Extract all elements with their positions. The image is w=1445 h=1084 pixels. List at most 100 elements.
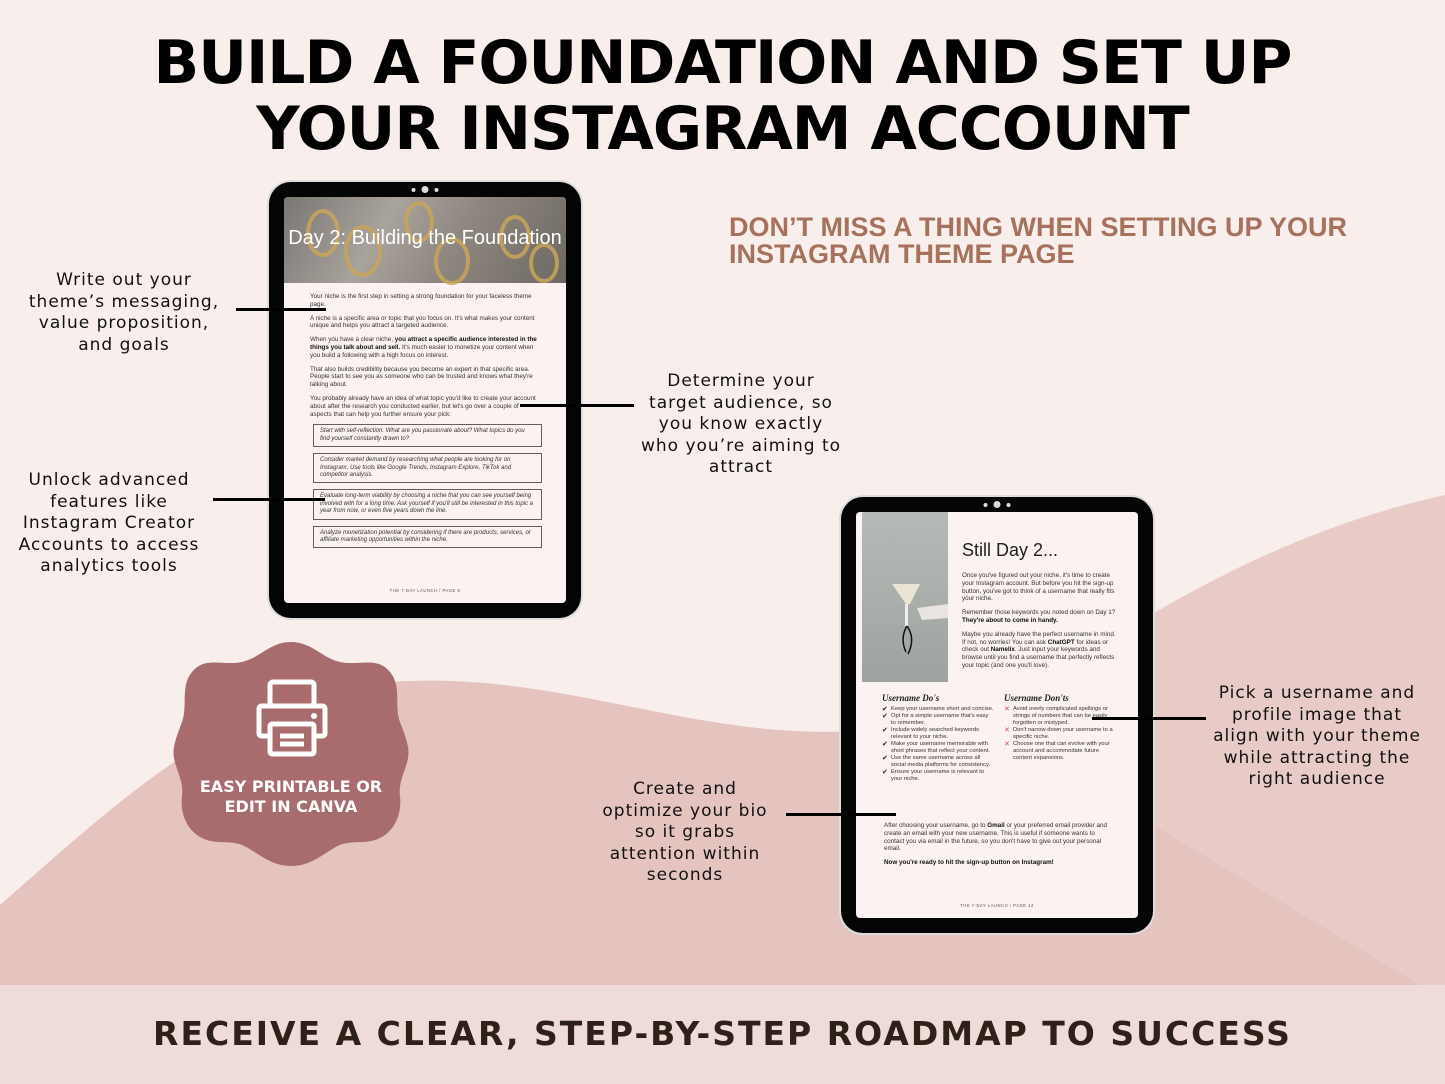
glass-photo — [862, 512, 948, 682]
connector-line — [786, 813, 896, 816]
callout-line: right audience — [1248, 769, 1386, 789]
bold-text: They're about to come in handy. — [962, 616, 1058, 624]
badge-label: EASY PRINTABLE OR EDIT IN CANVA — [172, 777, 410, 817]
connector-line — [213, 498, 325, 501]
callout-line: align with your theme — [1213, 726, 1421, 746]
printable-badge: EASY PRINTABLE OR EDIT IN CANVA — [172, 640, 410, 866]
tablet-day-2: Day 2: Building the Foundation Your nich… — [269, 182, 581, 618]
callout-line: Accounts to access — [18, 534, 200, 555]
connector-line — [1092, 717, 1206, 720]
callout-line: optimize your bio — [602, 800, 768, 821]
tip-box: Evaluate long-term viability by choosing… — [313, 489, 542, 520]
callout-username: Pick a username and profile image that a… — [1204, 683, 1430, 791]
callout-line: Determine your — [667, 371, 815, 391]
list-item: Ensure your username is relevant to your… — [882, 769, 994, 783]
list-item: Avoid overly complicated spellings or st… — [1004, 706, 1116, 727]
tablet-screen: Still Day 2... Once you've figured out y… — [856, 512, 1138, 918]
paragraph: A niche is a specific area or topic that… — [310, 314, 535, 330]
callout-bio: Create and optimize your bio so it grabs… — [592, 779, 778, 887]
subheading: DON’T MISS A THING WHEN SETTING UP YOUR … — [729, 214, 1369, 268]
callout-line: analytics tools — [40, 556, 178, 576]
text: or your preferred email provider and cre… — [884, 822, 1107, 853]
bold-text: Gmail — [987, 822, 1005, 829]
callout-messaging: Write out your theme’s messaging, value … — [16, 270, 232, 356]
callout-line: so it grabs — [634, 822, 736, 842]
tip-box: Analyze monetization potential by consid… — [313, 525, 542, 549]
tablet-camera — [983, 501, 1011, 508]
callout-line: features like — [50, 491, 168, 512]
bold-text: ChatGPT — [1047, 638, 1075, 646]
text: It's much easier to monetize your conten… — [310, 343, 534, 359]
paragraph: When you have a clear niche, you attract… — [310, 336, 542, 359]
printer-icon — [256, 679, 328, 757]
tip-box: Consider market demand by researching wh… — [313, 453, 542, 484]
page-title-line-2: YOUR INSTAGRAM ACCOUNT — [256, 94, 1189, 164]
callout-line: value proposition, — [38, 313, 210, 333]
text: Maybe you already have the perfect usern… — [962, 630, 1116, 646]
hero-image — [284, 197, 566, 285]
callout-line: Pick a username and — [1218, 683, 1416, 703]
page-footer: THE 7-DAY LAUNCH / PAGE 14 — [960, 903, 1034, 908]
tablet-camera — [411, 186, 439, 193]
callout-line: you know exactly — [658, 414, 824, 434]
username-donts: Username Don'ts Avoid overly complicated… — [1004, 693, 1116, 762]
badge-line: EASY PRINTABLE OR — [199, 777, 383, 796]
bold-text: Namelix — [990, 646, 1015, 654]
text: After choosing your username, go to — [884, 822, 988, 829]
callout-line: profile image that — [1232, 704, 1402, 725]
document-body: Your niche is the first step in setting … — [310, 293, 542, 554]
callout-target-audience: Determine your target audience, so you k… — [630, 371, 852, 479]
hero-title: Day 2: Building the Foundation — [288, 227, 562, 249]
bottom-band — [0, 985, 1445, 1084]
subheading-line-1: DON’T MISS A THING WHEN SETTING UP YOUR — [729, 212, 1348, 242]
tip-box: Start with self-reflection. What are you… — [313, 424, 542, 448]
text: Remember those keywords you noted down o… — [962, 609, 1116, 617]
list-item: Keep your username short and concise. — [882, 706, 994, 713]
document-outro: After choosing your username, go to Gmai… — [884, 822, 1116, 873]
donts-heading: Username Don'ts — [1004, 693, 1069, 703]
page-footer: THE 7-DAY LAUNCH / PAGE 8 — [389, 588, 461, 593]
list-item: Don't narrow down your username to a spe… — [1004, 727, 1116, 741]
section-title: Still Day 2... — [962, 540, 1059, 560]
paragraph: Maybe you already have the perfect usern… — [962, 631, 1116, 670]
text: for ideas or check out — [962, 638, 1108, 654]
callout-line: theme’s messaging, — [28, 291, 220, 312]
list-item: Make your username memorable with short … — [882, 741, 994, 755]
tablet-still-day-2: Still Day 2... Once you've figured out y… — [841, 497, 1153, 933]
tagline: RECEIVE A CLEAR, STEP-BY-STEP ROADMAP TO… — [153, 1014, 1292, 1053]
callout-line: who you’re aiming to — [640, 435, 842, 456]
callout-line: attract — [708, 457, 774, 477]
callout-line: attention within — [609, 843, 761, 864]
dos-heading: Username Do's — [882, 693, 940, 703]
badge-line: EDIT IN CANVA — [224, 797, 358, 816]
paragraph: Remember those keywords you noted down o… — [962, 609, 1116, 625]
callout-line: Unlock advanced — [28, 470, 190, 490]
paragraph: You probably already have an idea of wha… — [310, 394, 536, 418]
callout-line: Instagram Creator — [22, 513, 196, 533]
list-item: Include widely searched keywords relevan… — [882, 727, 994, 741]
callout-line: Create and — [633, 779, 737, 799]
list-item: Choose one that can evolve with your acc… — [1004, 741, 1116, 762]
callout-advanced-features: Unlock advanced features like Instagram … — [4, 470, 214, 578]
paragraph: After choosing your username, go to Gmai… — [884, 822, 1116, 853]
paragraph: Now you're ready to hit the sign-up butt… — [884, 859, 1116, 867]
callout-line: while attracting the — [1223, 747, 1411, 768]
list-item: Opt for a simple username that's easy to… — [882, 713, 994, 727]
callout-line: and goals — [78, 334, 170, 355]
username-dos: Username Do's Keep your username short a… — [882, 693, 994, 783]
paragraph: That also builds credibility because you… — [310, 365, 533, 389]
callout-line: seconds — [646, 865, 724, 885]
list-item: Use the same username across all social … — [882, 755, 994, 769]
text: When you have a clear niche, — [310, 336, 395, 344]
page-title-line-1: BUILD A FOUNDATION AND SET UP — [153, 28, 1293, 98]
text: . Just input your keywords and browse un… — [962, 646, 1115, 669]
paragraph: Your niche is the first step in setting … — [310, 293, 532, 308]
connector-line — [236, 308, 326, 311]
paragraph: Once you've figured out your niche, it's… — [962, 572, 1115, 603]
bold-text: you attract a specific audience interest… — [310, 336, 537, 351]
connector-line — [520, 404, 634, 407]
page-title: BUILD A FOUNDATION AND SET UP YOUR INSTA… — [0, 30, 1445, 162]
callout-line: target audience, so — [649, 392, 833, 413]
callout-line: Write out your — [56, 270, 192, 290]
tablet-screen: Day 2: Building the Foundation Your nich… — [284, 197, 566, 603]
